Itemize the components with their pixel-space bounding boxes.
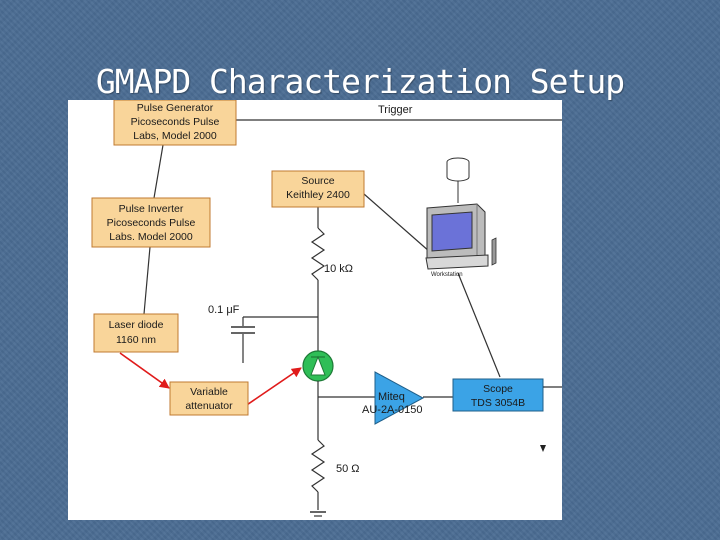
wire-source-to-workstation: [363, 193, 431, 253]
pulse-inverter-line-1: Pulse Inverter: [119, 203, 184, 215]
pulse-inverter-line-2: Picoseconds Pulse: [107, 217, 196, 229]
amplifier-name: Miteq: [378, 391, 405, 403]
pulse-generator-line-2: Picoseconds Pulse: [131, 116, 220, 128]
source-line-1: Source: [301, 175, 334, 187]
trigger-label: Trigger: [378, 104, 413, 116]
wire-workstation-to-scope: [457, 272, 501, 378]
resistor-10k: [310, 227, 326, 281]
trigger-wire: [236, 119, 562, 388]
scope-box: [452, 378, 544, 412]
capacitor-label: 0.1 μF: [208, 304, 240, 316]
pulse-generator-line-3: Labs, Model 2000: [133, 130, 217, 142]
workstation-icon: [425, 157, 497, 270]
slide-title: GMAPD Characterization Setup: [95, 62, 625, 101]
wire-inverter-to-laser: [143, 246, 151, 315]
scope-line-2: TDS 3054B: [471, 397, 525, 409]
workstation-label: Workstation: [431, 272, 463, 278]
scope-line-1: Scope: [483, 383, 513, 395]
amplifier-triangle: [374, 371, 425, 425]
source-line-2: Keithley 2400: [286, 189, 350, 201]
attenuator-line-2: attenuator: [185, 400, 233, 412]
laser-diode-box: [93, 313, 179, 353]
pulse-inverter-line-3: Labs. Model 2000: [109, 231, 193, 243]
amplifier-model: AU-2A-0150: [362, 404, 423, 416]
setup-diagram: Trigger 10 kΩ 0.1 μF 50 Ω Miteq AU-2A-01…: [91, 100, 562, 517]
resistor-50: [310, 439, 326, 493]
pulse-generator-line-1: Pulse Generator: [137, 102, 214, 114]
pulse-generator-box: [113, 100, 237, 146]
apd-symbol: [310, 355, 326, 376]
laser-diode-line-2: 1160 nm: [116, 334, 156, 346]
wire-gen-to-inverter: [153, 144, 164, 199]
attenuator-box: [169, 381, 249, 416]
resistor-50-label: 50 Ω: [336, 463, 360, 475]
stray-arrowhead: [540, 445, 546, 452]
resistor-10k-label: 10 kΩ: [324, 263, 353, 275]
laser-diode-line-1: Laser diode: [109, 319, 164, 331]
attenuator-line-1: Variable: [190, 386, 228, 398]
source-box: [271, 170, 365, 208]
diagram-panel: Trigger 10 kΩ 0.1 μF 50 Ω Miteq AU-2A-01…: [68, 100, 562, 520]
pulse-inverter-box: [91, 197, 211, 248]
optical-path-laser: [119, 352, 170, 389]
